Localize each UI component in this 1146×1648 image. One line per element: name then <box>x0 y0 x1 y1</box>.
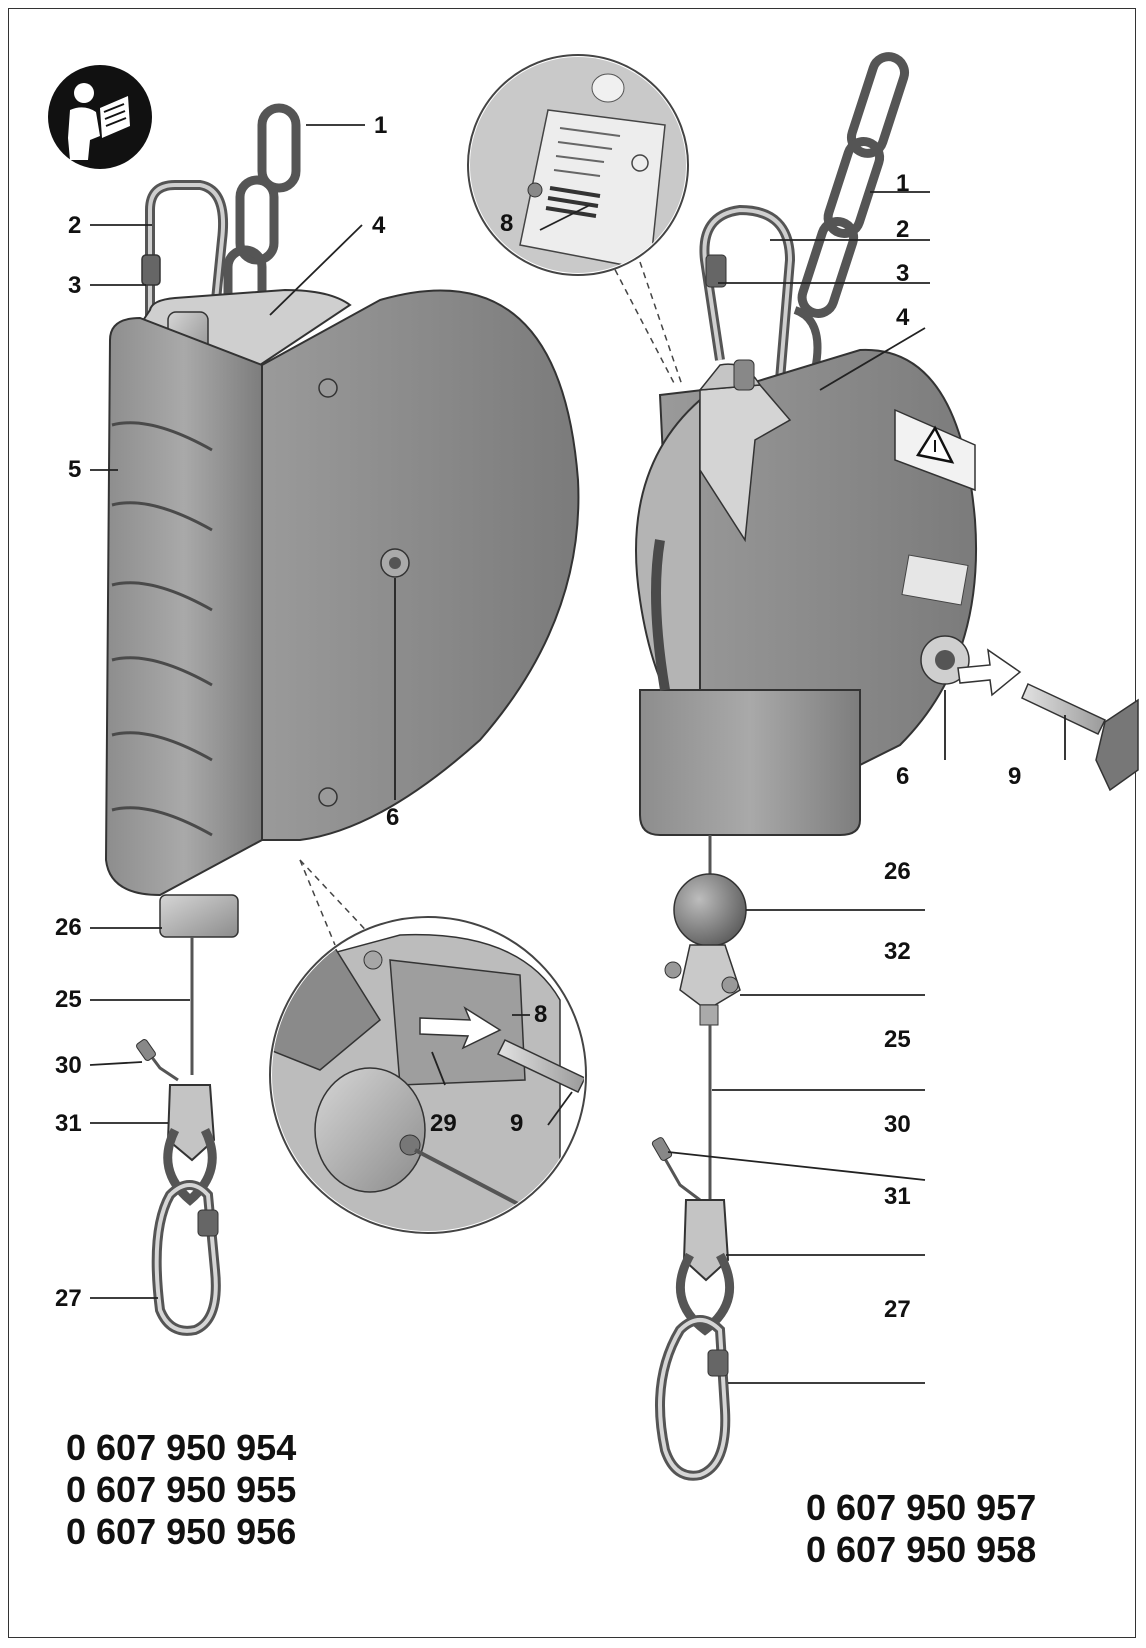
right-leader-lines <box>667 191 1066 1384</box>
callout-right-cable-clamp: 31 <box>884 1183 911 1210</box>
right-model-number: 0 607 950 958 <box>806 1529 1037 1570</box>
callout-inset-bottom-lock: 29 <box>430 1110 457 1137</box>
left-carabiner <box>141 180 228 341</box>
left-housing-ribs <box>111 421 213 837</box>
callout-left-chain: 1 <box>374 112 388 139</box>
callout-right-adjust-socket: 6 <box>896 763 910 790</box>
callout-left-hook: 27 <box>55 1285 82 1312</box>
callout-left-cable-clamp: 31 <box>55 1110 82 1137</box>
callout-right-chain: 1 <box>896 170 910 197</box>
read-manual-icon <box>48 65 152 169</box>
callout-left-cable: 25 <box>55 986 82 1013</box>
callout-inset-bottom-label: 8 <box>534 1001 548 1028</box>
callout-left-lock-sleeve: 3 <box>68 272 82 299</box>
callout-right-swivel: 32 <box>884 938 911 965</box>
warning-label-icon <box>894 408 976 492</box>
callout-right-shackle: 4 <box>896 304 910 331</box>
callout-right-tool: 9 <box>1008 763 1022 790</box>
right-balancer-illustration <box>635 52 1139 1481</box>
left-model-number: 0 607 950 956 <box>66 1511 297 1552</box>
callout-left-safety-wire: 30 <box>55 1052 82 1079</box>
left-adjust-socket <box>380 548 410 578</box>
callout-right-safety-wire: 30 <box>884 1111 911 1138</box>
callout-right-cable-stop: 26 <box>884 858 911 885</box>
callout-inset-bottom-tool: 9 <box>510 1110 524 1137</box>
right-swivel <box>664 944 741 1026</box>
left-model-number: 0 607 950 954 <box>66 1427 297 1468</box>
left-leader-lines <box>89 124 396 1299</box>
left-chain <box>223 103 301 325</box>
right-adjust-socket <box>901 554 970 685</box>
left-balancer-illustration <box>104 103 580 1336</box>
callout-inset-top-label: 8 <box>500 210 514 237</box>
callout-right-cable: 25 <box>884 1026 911 1053</box>
callout-left-adjust-socket: 6 <box>386 804 400 831</box>
callout-right-hook: 27 <box>884 1296 911 1323</box>
left-model-numbers: 0 607 950 954 0 607 950 955 0 607 950 95… <box>66 1427 296 1553</box>
callout-right-carabiner: 2 <box>896 216 910 243</box>
bottom-inset-detail <box>269 859 587 1234</box>
page-frame <box>8 8 1136 1638</box>
right-model-numbers: 0 607 950 957 0 607 950 958 <box>806 1487 1036 1571</box>
top-inset-detail <box>467 54 689 386</box>
right-model-number: 0 607 950 957 <box>806 1487 1037 1528</box>
callout-left-housing: 5 <box>68 456 82 483</box>
left-model-number: 0 607 950 955 <box>66 1469 297 1510</box>
callout-left-shackle: 4 <box>372 212 386 239</box>
callout-left-carabiner: 2 <box>68 212 82 239</box>
callout-left-cable-stop: 26 <box>55 914 82 941</box>
callout-right-lock-sleeve: 3 <box>896 260 910 287</box>
